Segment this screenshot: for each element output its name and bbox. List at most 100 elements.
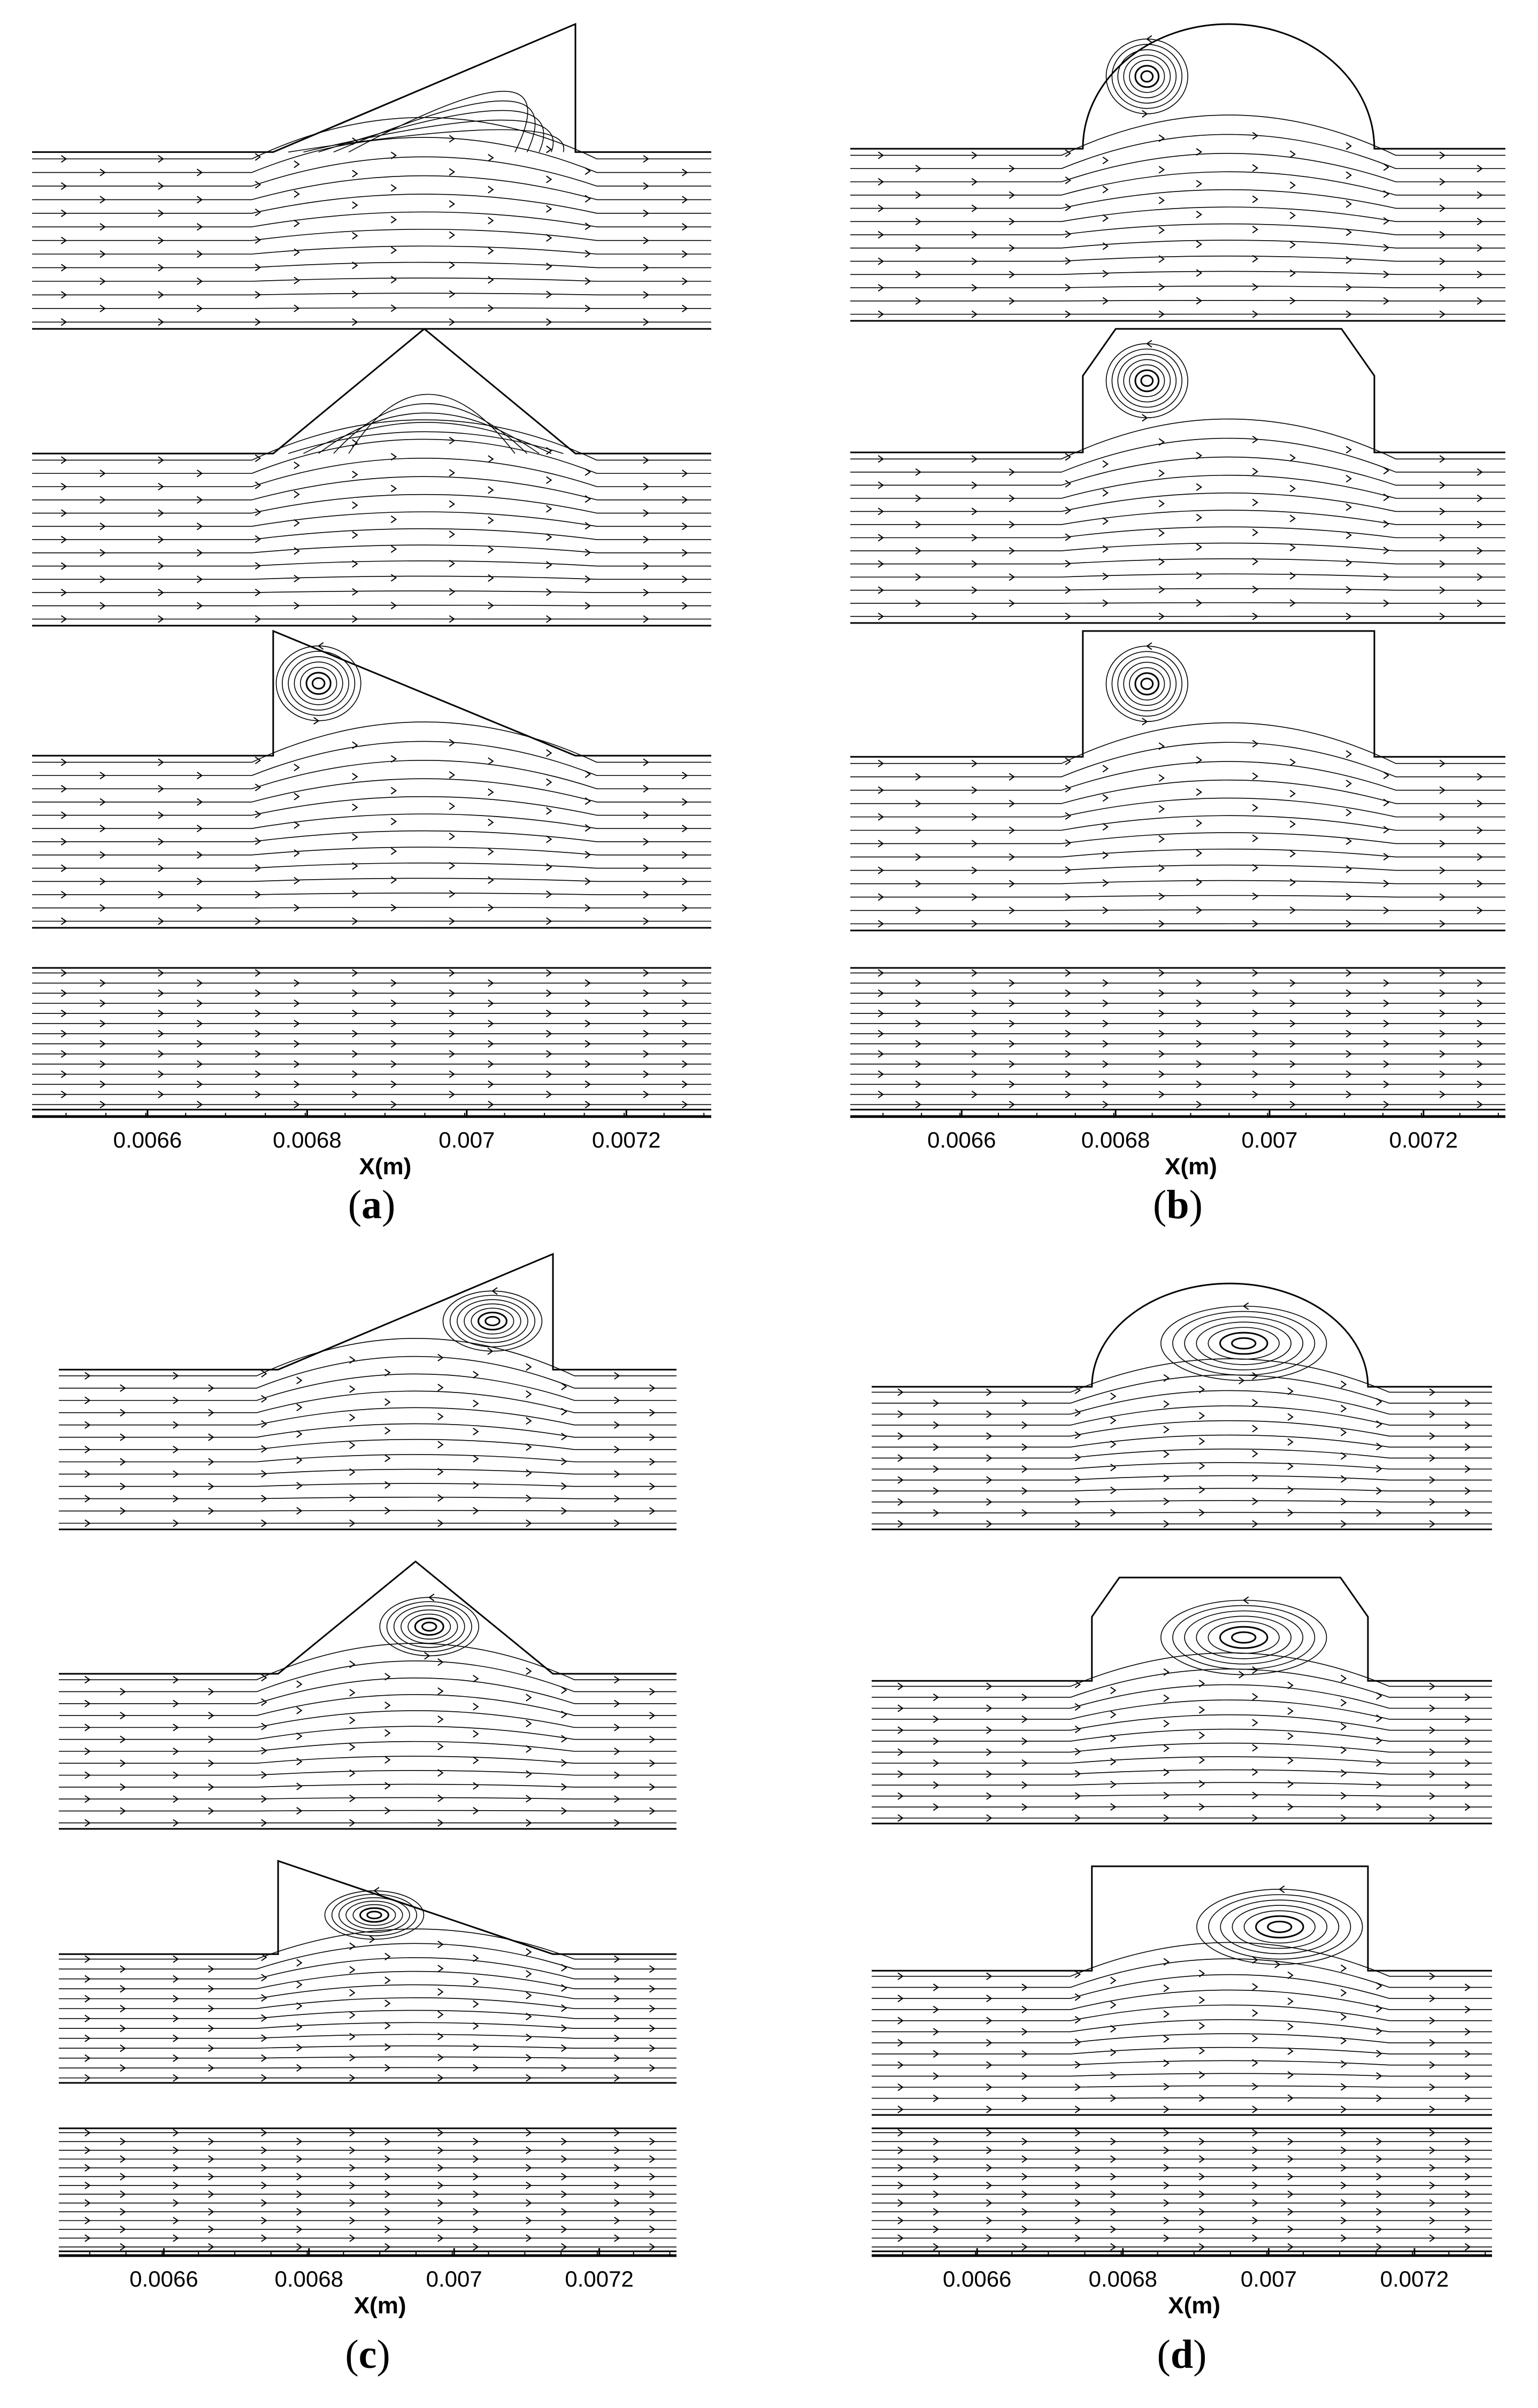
streamline <box>850 206 1505 222</box>
cavity-outline-right-triangle-front <box>59 1859 676 1955</box>
streamline <box>59 1468 676 1475</box>
streamline <box>850 895 1505 898</box>
vortex <box>1160 1596 1327 1679</box>
tick-label: 0.0072 <box>592 1127 660 1152</box>
streamline <box>59 1423 676 1438</box>
subfigure-label-d: (d) <box>1157 2332 1207 2377</box>
streamline <box>288 129 565 153</box>
streamline <box>850 761 1505 791</box>
vortex <box>442 1287 543 1355</box>
streamline <box>872 1434 1492 1448</box>
cavity-outline-right-triangle-rear <box>32 22 711 153</box>
streamline <box>872 1756 1492 1764</box>
streamline <box>59 1943 676 1970</box>
subplot-b-4 <box>850 967 1505 1111</box>
streamline <box>850 437 1505 473</box>
streamline <box>59 1407 676 1426</box>
streamline <box>850 286 1505 288</box>
streamline <box>32 575 711 580</box>
streamline <box>59 1438 676 1450</box>
vortex <box>1105 340 1188 422</box>
tick-label: 0.0072 <box>1389 1127 1458 1152</box>
streamline <box>32 893 711 895</box>
streamline <box>32 528 711 540</box>
streamline <box>850 418 1505 460</box>
tick-label: 0.0066 <box>129 2266 198 2291</box>
streamline <box>872 1728 1492 1742</box>
streamline <box>850 114 1505 156</box>
tick-label: 0.0066 <box>113 1127 182 1152</box>
streamline <box>59 1770 676 1776</box>
streamline <box>59 2010 676 2019</box>
streamline <box>59 1483 676 1487</box>
streamline <box>850 474 1505 499</box>
tick-label: 0.007 <box>439 1127 495 1152</box>
streamline <box>850 815 1505 831</box>
streamline <box>59 1997 676 2009</box>
streamline <box>59 1726 676 1740</box>
streamline <box>850 797 1505 818</box>
streamline <box>333 403 528 454</box>
x-axis-label: X(m) <box>1168 2292 1220 2319</box>
streamline <box>32 211 711 228</box>
streamline <box>59 1710 676 1728</box>
streamline <box>32 175 711 201</box>
streamline <box>872 1475 1492 1481</box>
subplot-d-3 <box>872 1865 1492 2116</box>
cavity-outline-semicircle <box>872 1282 1492 1388</box>
tick-label: 0.0068 <box>1089 2266 1157 2291</box>
streamline <box>59 1797 676 1800</box>
streamline <box>32 494 711 514</box>
tick-label: 0.0068 <box>273 1127 341 1152</box>
streamline <box>872 1714 1492 1731</box>
streamline <box>872 2047 1492 2055</box>
vortex <box>1196 1885 1363 1968</box>
streamline <box>850 864 1505 871</box>
streamline <box>872 1652 1492 1687</box>
streamline <box>59 1783 676 1788</box>
streamline <box>872 1769 1492 1775</box>
tick-label: 0.0068 <box>275 2266 343 2291</box>
streamline <box>59 2034 676 2039</box>
streamline <box>59 1694 676 1716</box>
streamline <box>872 1742 1492 1753</box>
subfigure-label-c: (c) <box>345 2332 390 2377</box>
subplot-d-4 <box>872 2127 1492 2252</box>
streamline <box>872 2073 1492 2077</box>
cavity-outline-trapezoid <box>850 328 1505 453</box>
streamline <box>32 194 711 214</box>
streamline <box>32 830 711 842</box>
vortex <box>379 1594 480 1660</box>
streamline <box>59 2022 676 2029</box>
cavity-outline-semicircle <box>850 24 1505 149</box>
streamline <box>850 240 1505 249</box>
cavity-outline-rectangle <box>850 630 1505 758</box>
streamline <box>59 1957 676 1980</box>
streamline <box>32 476 711 501</box>
streamline <box>318 110 544 153</box>
subplot-d-1 <box>872 1282 1492 1530</box>
tick-label: 0.0072 <box>565 2266 633 2291</box>
subfigure-label-a: (a) <box>348 1182 396 1227</box>
vortex <box>1160 1302 1327 1384</box>
streamline <box>850 152 1505 182</box>
streamline <box>32 544 711 553</box>
tick-label: 0.0068 <box>1081 1127 1150 1152</box>
streamline <box>872 1699 1492 1720</box>
subplot-c-1 <box>59 1252 676 1530</box>
streamline <box>872 1405 1492 1426</box>
streamline <box>32 560 711 567</box>
streamline <box>59 1496 676 1499</box>
vortex <box>324 1887 425 1943</box>
streamline <box>32 307 711 309</box>
streamline <box>32 278 711 282</box>
streamline <box>850 526 1505 538</box>
streamline <box>850 573 1505 578</box>
streamline <box>32 261 711 268</box>
